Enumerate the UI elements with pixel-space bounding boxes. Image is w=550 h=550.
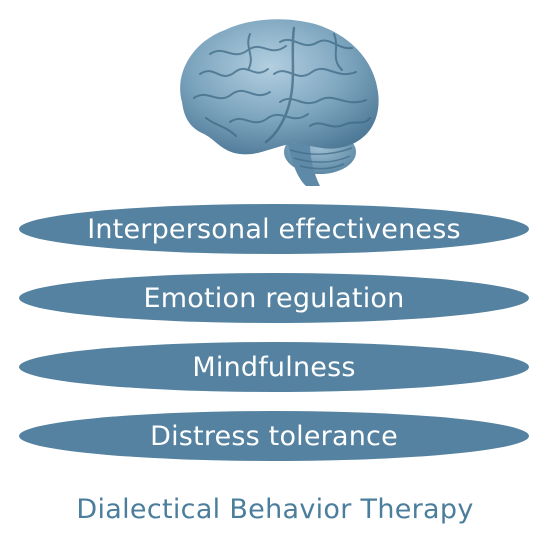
- brain-icon: [170, 14, 385, 189]
- layer-label: Mindfulness: [192, 351, 356, 383]
- diagram-caption: Dialectical Behavior Therapy: [76, 494, 474, 525]
- layer-label: Emotion regulation: [143, 282, 405, 314]
- layer-interpersonal-effectiveness: Interpersonal effectiveness: [19, 204, 529, 254]
- layer-emotion-regulation: Emotion regulation: [19, 273, 529, 323]
- layer-label: Interpersonal effectiveness: [87, 213, 461, 245]
- layer-label: Distress tolerance: [150, 420, 398, 452]
- layer-distress-tolerance: Distress tolerance: [19, 411, 529, 461]
- layer-mindfulness: Mindfulness: [19, 342, 529, 392]
